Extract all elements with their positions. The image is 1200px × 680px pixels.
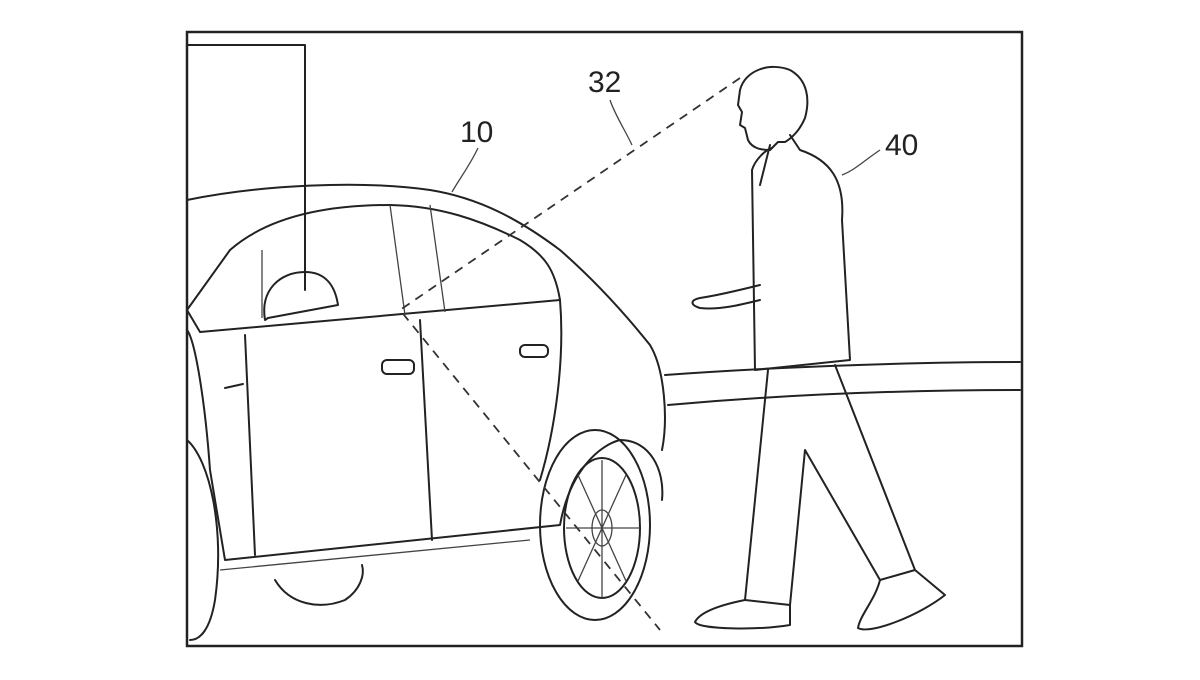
leader-40 (841, 149, 881, 176)
leader-10 (451, 147, 479, 193)
road-edge (664, 361, 1021, 406)
vehicle (186, 183, 666, 641)
label-vehicle: 10 (460, 116, 493, 149)
leader-32 (609, 99, 633, 146)
building-outline (186, 44, 306, 291)
label-user: 40 (885, 129, 918, 162)
label-sensing-beam: 32 (588, 66, 621, 99)
figure-frame (185, 30, 1024, 648)
sensing-beam (398, 77, 741, 631)
user-figure (691, 65, 946, 631)
